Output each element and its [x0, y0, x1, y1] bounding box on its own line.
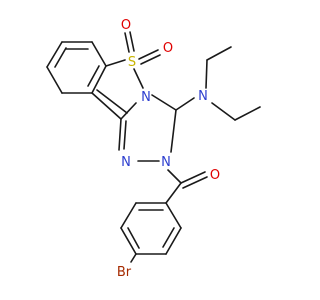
nitrogen-triazole-right-label: N [161, 155, 171, 170]
sulfonyl-bonds [124, 31, 161, 65]
nitrogen-triazole-left-label: N [121, 155, 131, 170]
bromophenyl-ring [120, 202, 182, 263]
sulfur-label: S [128, 55, 136, 70]
sulfonyl-oxygen-right-label: O [163, 41, 173, 56]
isothiazole-ring [91, 59, 144, 120]
nitrogen-amine-label: N [198, 89, 208, 104]
triazole-ring [118, 94, 177, 162]
diethylamino-bonds [175, 46, 261, 121]
sulfonyl-oxygen-top-label: O [121, 18, 131, 33]
nitrogen-ring-fusion-label: N [141, 90, 151, 105]
molecule-structure: S O O N N N N O Br [46, 18, 261, 280]
carbonyl-bonds [165, 169, 208, 204]
benzo-ring [46, 41, 107, 94]
atom-labels: S O O N N N N O Br [117, 18, 220, 280]
molecule-svg: S O O N N N N O Br [46, 18, 261, 280]
bromine-label: Br [117, 265, 132, 280]
carbonyl-oxygen-label: O [210, 168, 220, 183]
